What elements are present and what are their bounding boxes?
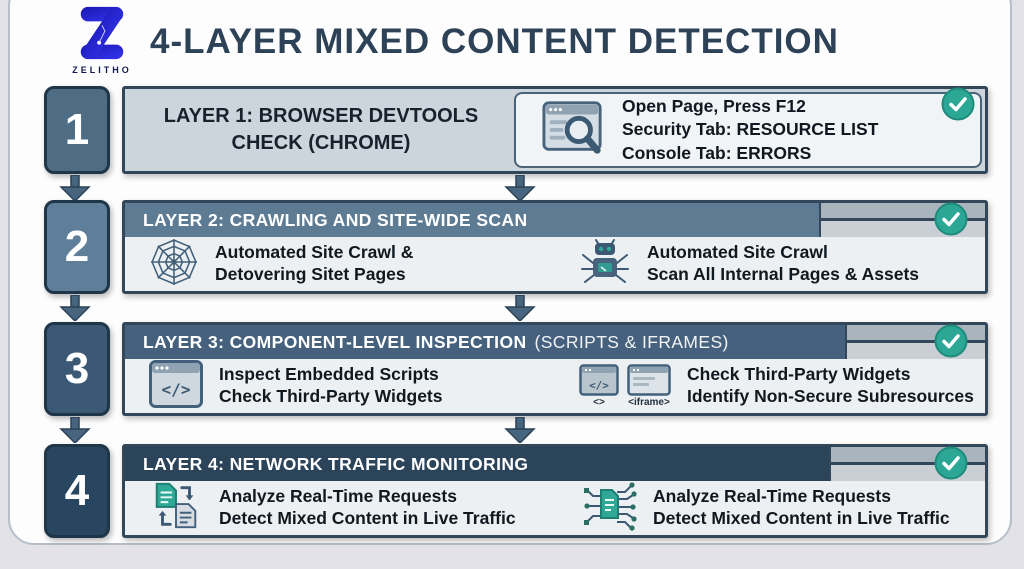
layer1-title: LAYER 1: BROWSER DEVTOOLS CHECK (CHROME) bbox=[125, 89, 517, 171]
layer1-detail-line: Open Page, Press F12 bbox=[622, 96, 806, 117]
layer1-detail-line: Console Tab: ERRORS bbox=[622, 142, 812, 163]
down-arrow-icon bbox=[57, 174, 93, 203]
down-arrow-icon bbox=[57, 416, 93, 445]
down-arrow-icon bbox=[502, 174, 538, 203]
layer2-header-title: LAYER 2: CRAWLING AND SITE-WIDE SCAN bbox=[143, 209, 528, 230]
layer4-number-badge: 4 bbox=[44, 444, 110, 538]
check-circle-icon bbox=[941, 87, 975, 121]
layer1-panel: LAYER 1: BROWSER DEVTOOLS CHECK (CHROME)… bbox=[122, 86, 988, 174]
layer4-header-title: LAYER 4: NETWORK TRAFFIC MONITORING bbox=[143, 453, 529, 474]
layer2-item-scan: Automated Site Crawl Scan All Internal P… bbox=[555, 237, 985, 292]
code-tag-label: <> bbox=[593, 397, 605, 408]
layer4-header: LAYER 4: NETWORK TRAFFIC MONITORING bbox=[125, 447, 985, 481]
browser-search-icon bbox=[542, 100, 604, 161]
layer3-header: LAYER 3: COMPONENT-LEVEL INSPECTION (SCR… bbox=[125, 325, 985, 359]
layer4-item-requests-text: Analyze Real-Time Requests Detect Mixed … bbox=[219, 486, 516, 528]
iframe-label: <iframe> bbox=[628, 397, 670, 408]
layer3-header-title: LAYER 3: COMPONENT-LEVEL INSPECTION bbox=[143, 331, 527, 352]
layer3-number-badge: 3 bbox=[44, 322, 110, 416]
check-circle-icon bbox=[934, 446, 968, 480]
svg-text:</>: </> bbox=[162, 380, 191, 399]
robot-crawler-icon bbox=[579, 237, 631, 292]
layer2-content: Automated Site Crawl & Detovering Sitet … bbox=[125, 237, 985, 291]
brand-logo: ZELITHO bbox=[58, 4, 146, 75]
layer4-item-requests: Analyze Real-Time Requests Detect Mixed … bbox=[125, 480, 555, 537]
layer3-item-scripts-text: Inspect Embedded Scripts Check Third-Par… bbox=[219, 364, 443, 406]
layer2-item-crawl-text: Automated Site Crawl & Detovering Sitet … bbox=[215, 242, 414, 284]
brand-name: ZELITHO bbox=[72, 65, 132, 75]
layer4-panel: LAYER 4: NETWORK TRAFFIC MONITORING bbox=[122, 444, 988, 538]
layer2-item-scan-text: Automated Site Crawl Scan All Internal P… bbox=[647, 242, 920, 284]
layer3-content: </> Inspect Embedded Scripts Check Third… bbox=[125, 359, 985, 413]
code-window-icon: </> bbox=[149, 359, 203, 413]
layer1-detail-line: Security Tab: RESOURCE LIST bbox=[622, 119, 879, 140]
layer4-item-traffic-text: Analyze Real-Time Requests Detect Mixed … bbox=[653, 486, 950, 528]
check-circle-icon bbox=[934, 202, 968, 236]
layer1-number-badge: 1 bbox=[44, 86, 110, 174]
layer1-title-line1: LAYER 1: BROWSER DEVTOOLS bbox=[163, 105, 479, 127]
layer3-panel: LAYER 3: COMPONENT-LEVEL INSPECTION (SCR… bbox=[122, 322, 988, 416]
iframe-window-icon: <iframe> bbox=[627, 364, 671, 408]
layer1-detail-card: Open Page, Press F12 Security Tab: RESOU… bbox=[514, 92, 982, 168]
down-arrow-icon bbox=[502, 294, 538, 323]
spider-web-icon bbox=[149, 237, 199, 292]
check-circle-icon bbox=[934, 324, 968, 358]
code-tag-window-icon: </> <> bbox=[579, 364, 619, 408]
layer3-item-widgets: </> <> <iframe> bbox=[555, 364, 985, 408]
layer2-number-badge: 2 bbox=[44, 200, 110, 294]
document-network-icon bbox=[579, 480, 637, 537]
layer1-title-line2: CHECK (CHROME) bbox=[231, 132, 411, 154]
layer2-panel: LAYER 2: CRAWLING AND SITE-WIDE SCAN bbox=[122, 200, 988, 294]
iframe-windows-icon: </> <> <iframe> bbox=[579, 364, 671, 408]
layer2-header: LAYER 2: CRAWLING AND SITE-WIDE SCAN bbox=[125, 203, 985, 237]
layer2-item-crawl: Automated Site Crawl & Detovering Sitet … bbox=[125, 237, 555, 292]
layer3-item-widgets-text: Check Third-Party Widgets Identify Non-S… bbox=[687, 364, 974, 406]
layer4-content: Analyze Real-Time Requests Detect Mixed … bbox=[125, 481, 985, 535]
layer1-detail-text: Open Page, Press F12 Security Tab: RESOU… bbox=[622, 95, 878, 164]
layer3-item-scripts: </> Inspect Embedded Scripts Check Third… bbox=[125, 359, 555, 413]
down-arrow-icon bbox=[57, 294, 93, 323]
zelitho-z-logo-icon bbox=[73, 6, 131, 66]
svg-text:</>: </> bbox=[589, 379, 609, 392]
page-title: 4-LAYER MIXED CONTENT DETECTION bbox=[150, 22, 839, 61]
layer4-item-traffic: Analyze Real-Time Requests Detect Mixed … bbox=[555, 480, 985, 537]
document-sync-icon bbox=[149, 480, 203, 537]
down-arrow-icon bbox=[502, 416, 538, 445]
layer3-header-subtitle: (SCRIPTS & IFRAMES) bbox=[534, 331, 729, 352]
